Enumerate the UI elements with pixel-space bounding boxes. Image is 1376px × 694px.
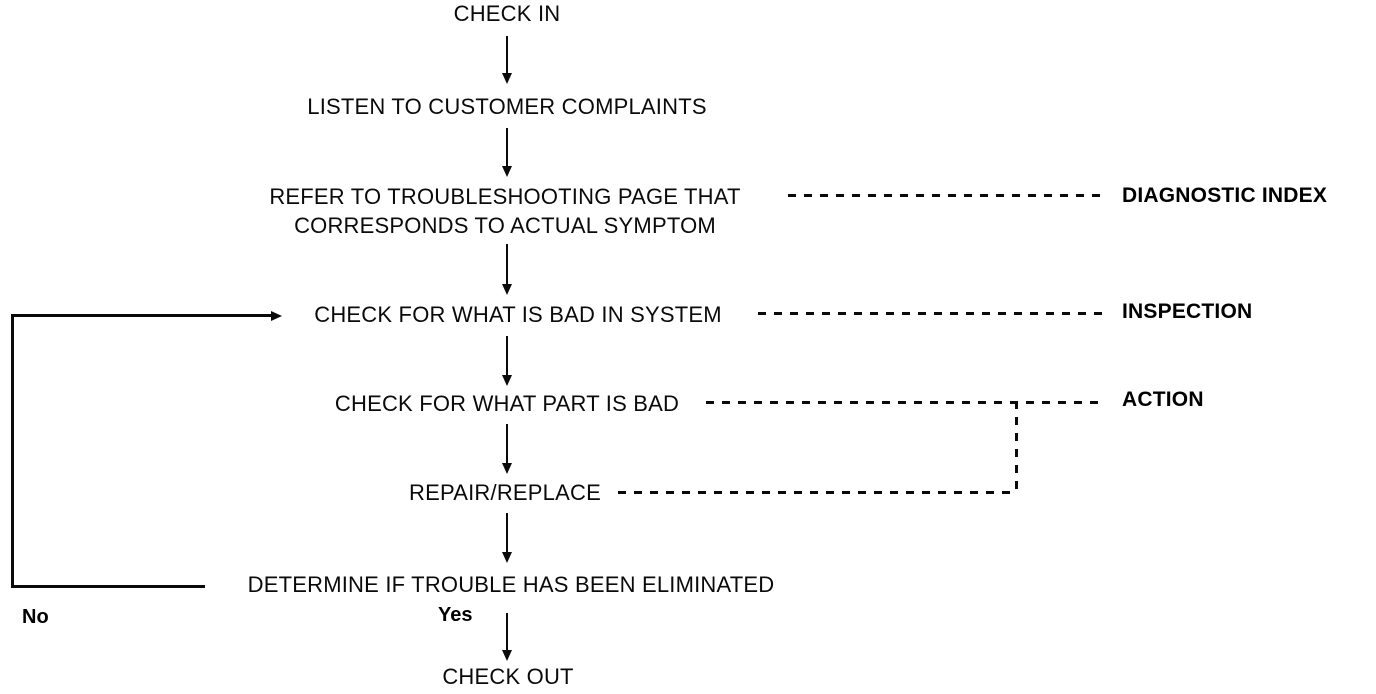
label-diagnostic-index: DIAGNOSTIC INDEX [1122,184,1328,207]
node-repair-replace: REPAIR/REPLACE [409,480,601,505]
no-loop-vertical-line [11,314,14,588]
dashed-connector-vertical-junction [1015,401,1018,494]
node-refer-to-troubleshooting-page: REFER TO TROUBLESHOOTING PAGE THAT CORRE… [225,182,785,240]
down-arrow-icon-listen-to-refer [501,128,513,177]
dashed-connector-inspection [758,312,1106,315]
node-refer-line-1: REFER TO TROUBLESHOOTING PAGE THAT [269,184,741,209]
down-arrow-icon-refer-to-check-system [501,244,513,295]
down-arrow-icon-repair-to-determine [501,513,513,563]
label-inspection: INSPECTION [1122,300,1253,323]
dashed-connector-repair-to-action [618,491,1018,494]
no-loop-top-line [11,314,271,317]
label-action: ACTION [1122,388,1204,411]
right-arrow-icon-no-loop [271,311,282,321]
node-determine-trouble-eliminated: DETERMINE IF TROUBLE HAS BEEN ELIMINATED [247,572,775,597]
label-no-branch: No [22,606,49,628]
dashed-connector-action [706,401,1106,404]
node-check-out: CHECK OUT [442,664,574,689]
node-check-what-part-is-bad: CHECK FOR WHAT PART IS BAD [334,391,680,416]
node-check-what-is-bad-in-system: CHECK FOR WHAT IS BAD IN SYSTEM [314,302,722,327]
down-arrow-icon-checkin-to-listen [501,36,513,84]
down-arrow-icon-check-part-to-repair [501,424,513,474]
node-listen-to-customer-complaints: LISTEN TO CUSTOMER COMPLAINTS [307,94,707,119]
no-loop-bottom-line [11,585,205,588]
label-yes-branch: Yes [438,604,473,626]
node-check-in: CHECK IN [453,1,561,26]
down-arrow-icon-check-system-to-check-part [501,336,513,386]
dashed-connector-diagnostic-index [788,194,1105,197]
node-refer-line-2: CORRESPONDS TO ACTUAL SYMPTOM [294,213,716,238]
down-arrow-icon-yes-to-checkout [501,613,513,661]
